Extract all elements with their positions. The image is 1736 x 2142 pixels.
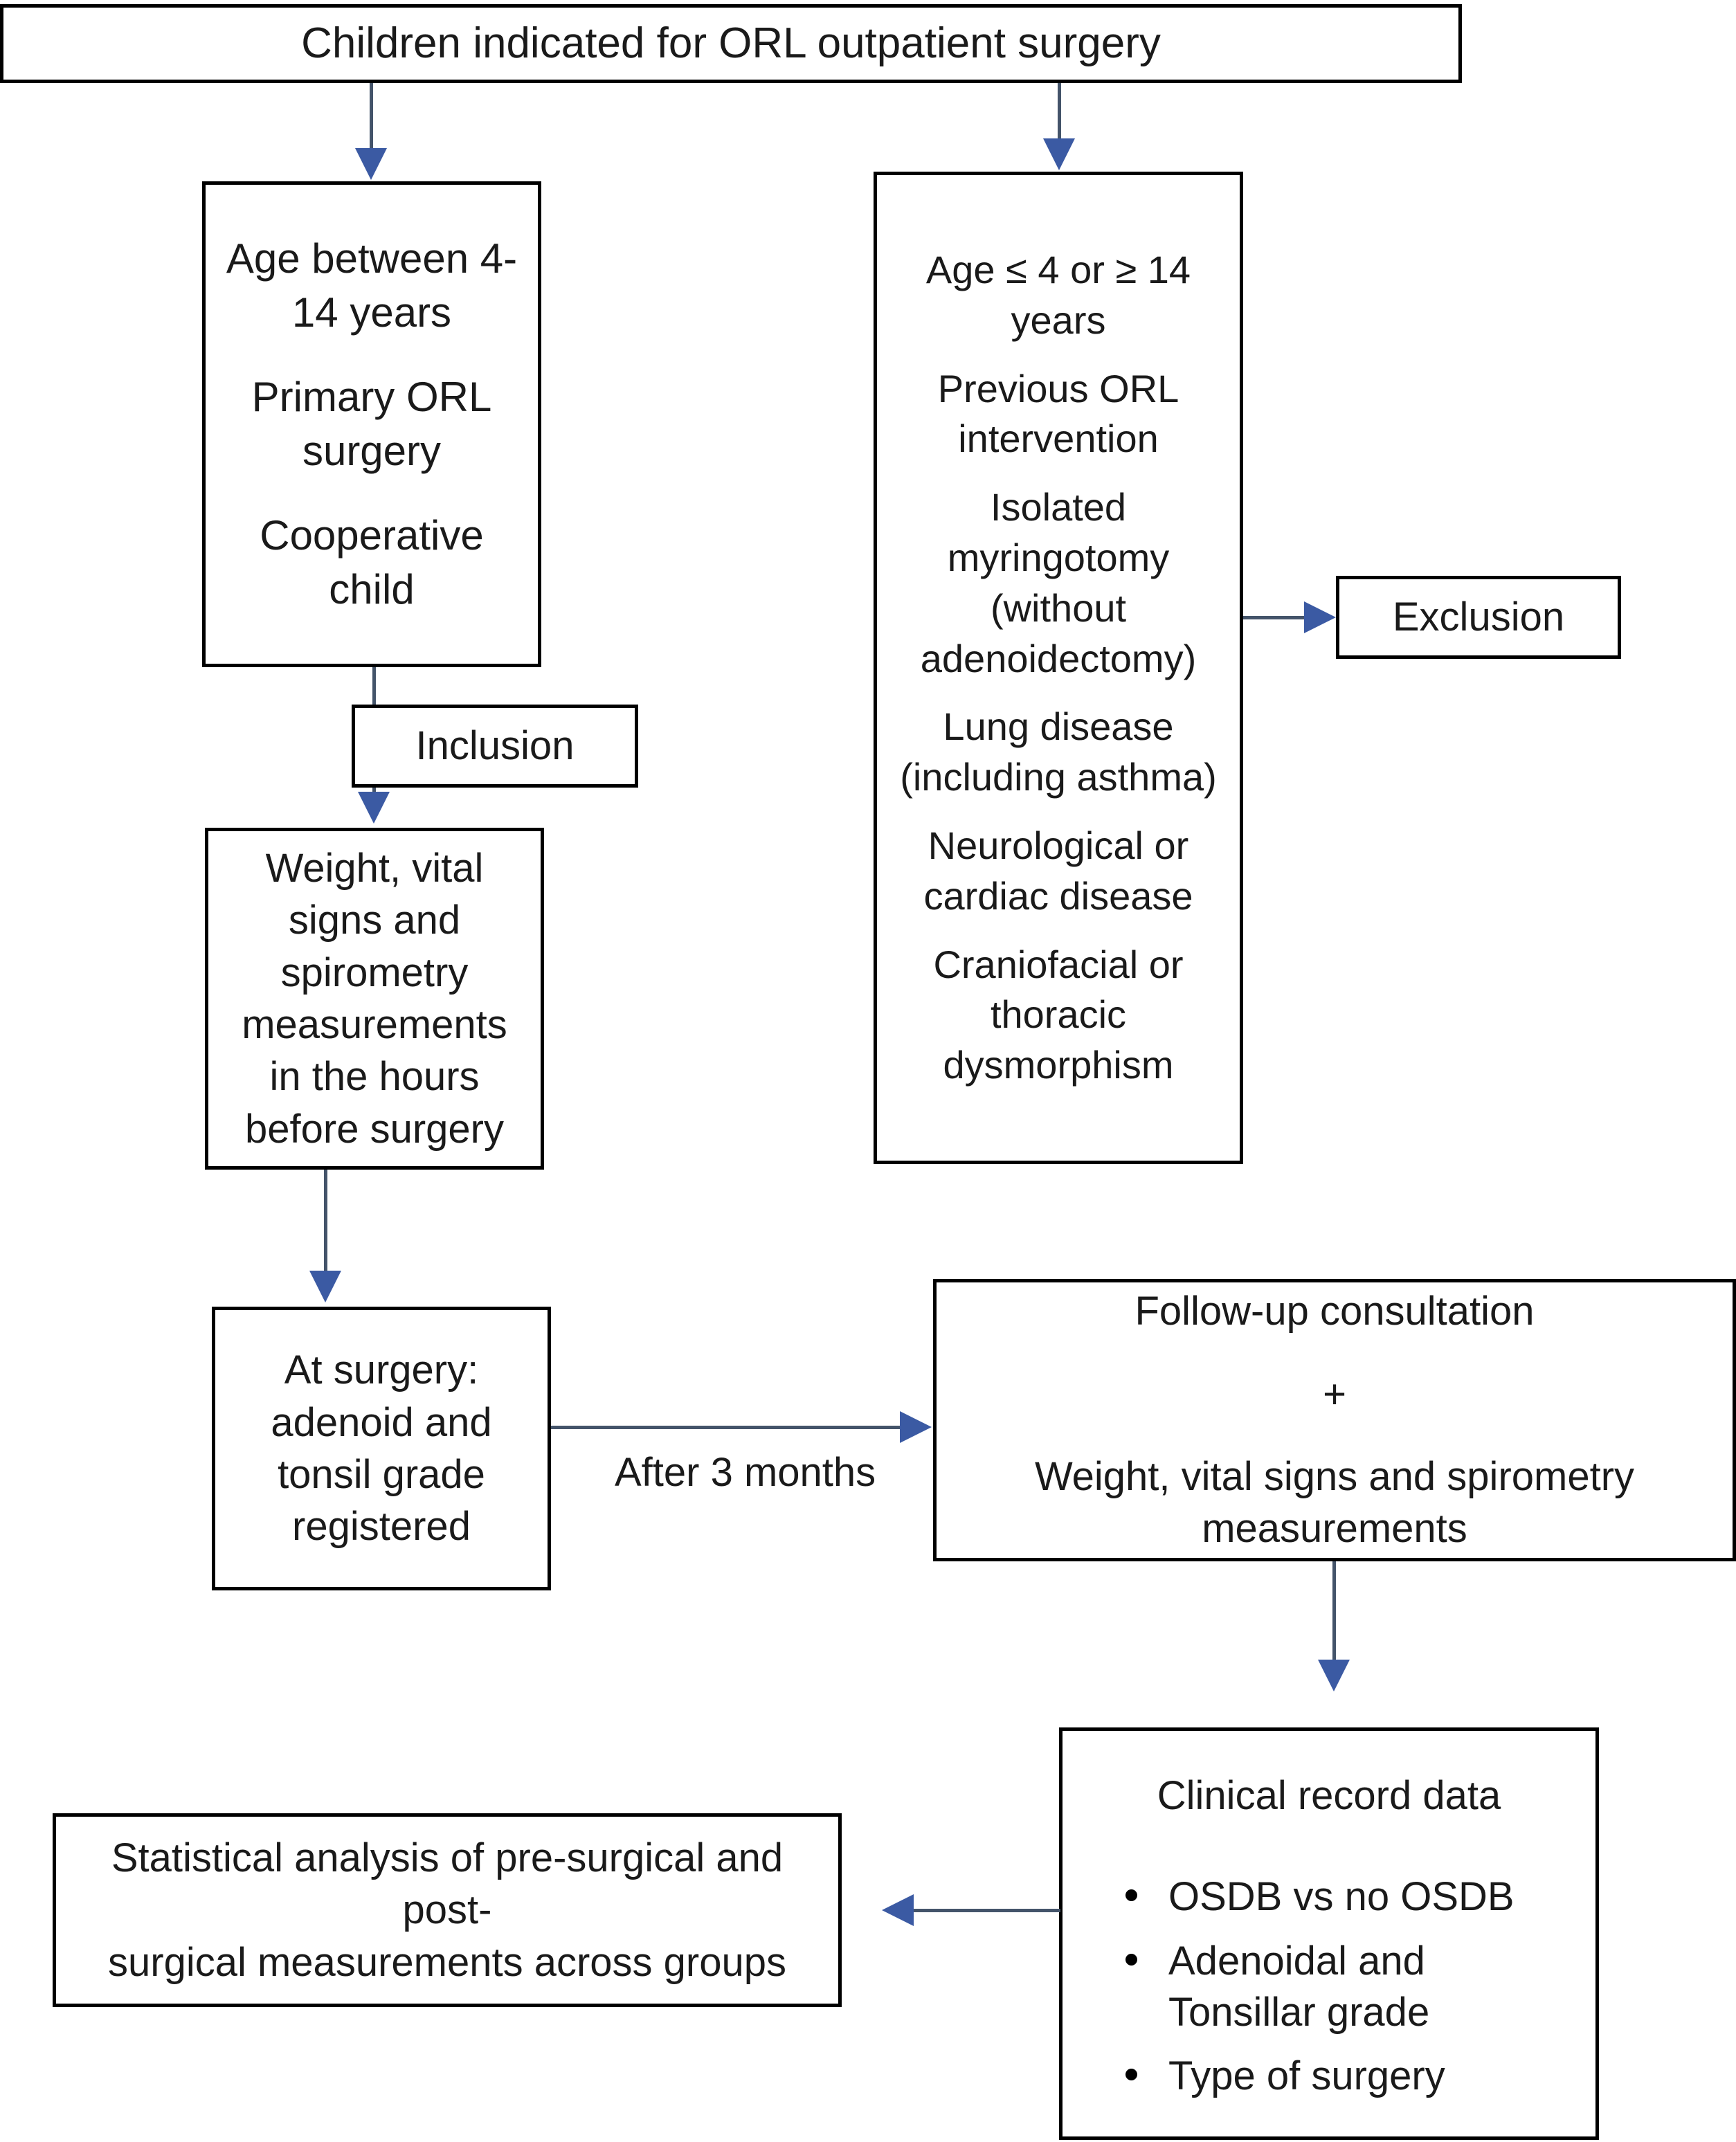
exclusion-criterion-3-line4: adenoidectomy) (920, 636, 1197, 680)
at-surgery-line-4: registered (292, 1504, 471, 1550)
exclusion-label-text: Exclusion (1392, 595, 1565, 640)
exclusion-criterion-2-line2: intervention (958, 417, 1159, 461)
exclusion-criterion-4-line2: (including asthma) (900, 755, 1217, 799)
followup-plus-symbol: + (1323, 1371, 1346, 1417)
node-children-indicated-label: Children indicated for ORL outpatient su… (301, 19, 1161, 67)
preop-line-3: spirometry (280, 950, 469, 995)
node-at-surgery: At surgery: adenoid and tonsil grade reg… (212, 1307, 551, 1590)
at-surgery-line-3: tonsil grade (278, 1452, 485, 1497)
list-item: Adenoidal and Tonsillar grade (1102, 1936, 1556, 2038)
preop-line-1: Weight, vital (265, 845, 484, 891)
inclusion-criterion-2-line1: Primary ORL (251, 374, 492, 420)
followup-line-3: measurements (1202, 1506, 1467, 1552)
exclusion-criterion-1-line1: Age ≤ 4 or ≥ 14 (925, 248, 1191, 292)
list-item: Type of surgery (1102, 2051, 1556, 2102)
exclusion-criterion-2-line1: Previous ORL (937, 366, 1179, 410)
connector-inclusion-to-preop-arrow (358, 792, 390, 824)
followup-heading: Follow-up consultation (1134, 1289, 1535, 1334)
connector-record-to-statistical-line (914, 1909, 1060, 1912)
connector-exclusion-arrow (1304, 601, 1336, 633)
connector-surgery-to-followup-arrow (900, 1411, 932, 1443)
connector-followup-to-record-arrow (1318, 1660, 1350, 1691)
exclusion-criterion-4-line1: Lung disease (943, 705, 1174, 749)
connector-surgery-to-followup-line (551, 1426, 904, 1429)
exclusion-criterion-6-line1: Craniofacial or (933, 942, 1184, 986)
exclusion-criterion-6-line2: thoracic (990, 992, 1127, 1037)
node-exclusion-criteria: Age ≤ 4 or ≥ 14 years Previous ORL inter… (874, 172, 1243, 1164)
node-children-indicated: Children indicated for ORL outpatient su… (0, 4, 1462, 83)
exclusion-criterion-3-line2: myringotomy (947, 536, 1170, 579)
exclusion-criterion-3-line1: Isolated (990, 485, 1127, 529)
preop-line-5: in the hours (269, 1054, 480, 1100)
node-inclusion-criteria: Age between 4- 14 years Primary ORL surg… (202, 181, 541, 667)
exclusion-criterion-5-line1: Neurological or (928, 823, 1189, 867)
at-surgery-line-1: At surgery: (284, 1347, 479, 1393)
preop-line-6: before surgery (245, 1106, 504, 1152)
exclusion-criterion-1-line2: years (1011, 298, 1106, 342)
edge-label-after-3-months: After 3 months (615, 1450, 876, 1495)
node-clinical-record-data: Clinical record data OSDB vs no OSDB Ade… (1059, 1727, 1599, 2140)
node-followup-consultation: Follow-up consultation + Weight, vital s… (933, 1279, 1736, 1561)
connector-top-to-exclusion-arrow (1043, 138, 1075, 170)
list-item: OSDB vs no OSDB (1102, 1871, 1556, 1923)
statistical-line-2: surgical measurements across groups (108, 1939, 786, 1985)
inclusion-criterion-2-line2: surgery (302, 428, 442, 474)
connector-followup-to-record-line (1332, 1561, 1336, 1664)
connector-top-to-exclusion-line (1058, 83, 1061, 143)
exclusion-criterion-5-line2: cardiac disease (923, 873, 1193, 918)
clinical-record-heading: Clinical record data (1157, 1773, 1501, 1818)
node-preop-measurements: Weight, vital signs and spirometry measu… (205, 828, 544, 1170)
connector-exclusion-line (1243, 616, 1310, 619)
connector-record-to-statistical-arrow (882, 1894, 914, 1926)
statistical-line-1: Statistical analysis of pre-surgical and… (111, 1835, 784, 1933)
preop-line-2: signs and (288, 898, 461, 943)
node-inclusion-label: Inclusion (352, 705, 638, 788)
clinical-record-bullet-list: OSDB vs no OSDB Adenoidal and Tonsillar … (1102, 1871, 1556, 2114)
at-surgery-line-2: adenoid and (271, 1399, 492, 1445)
connector-top-to-inclusion-arrow (355, 148, 387, 180)
exclusion-criterion-6-line3: dysmorphism (943, 1043, 1174, 1087)
inclusion-criterion-1-line1: Age between 4- (226, 235, 518, 282)
inclusion-label-text: Inclusion (415, 723, 575, 769)
preop-line-4: measurements (242, 1002, 507, 1047)
inclusion-criterion-3: Cooperative child (260, 512, 484, 612)
connector-top-to-inclusion-line (370, 83, 373, 152)
connector-preop-to-surgery-arrow (309, 1271, 341, 1303)
connector-preop-to-surgery-line (324, 1170, 327, 1275)
followup-line-2: Weight, vital signs and spirometry (1034, 1454, 1635, 1499)
exclusion-criterion-3-line3: (without (990, 586, 1127, 630)
node-exclusion-label: Exclusion (1336, 576, 1621, 659)
node-statistical-analysis: Statistical analysis of pre-surgical and… (53, 1813, 842, 2007)
inclusion-criterion-1-line2: 14 years (291, 289, 452, 336)
